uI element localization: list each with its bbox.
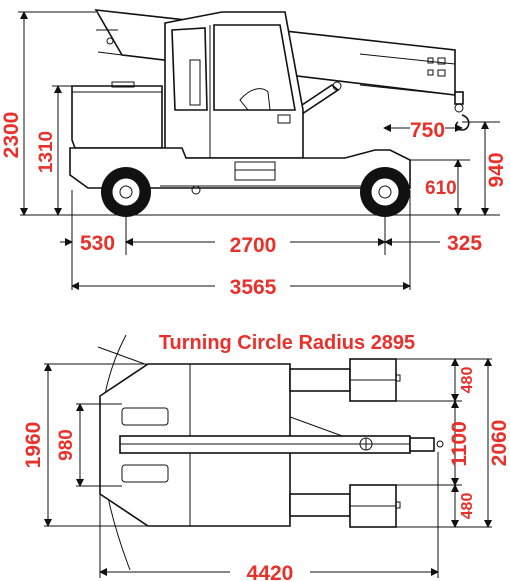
width-inner-label: 980 <box>56 429 77 461</box>
turning-circle-title: Turning Circle Radius 2895 <box>159 332 415 354</box>
outrigger-pad-top-label: 480 <box>459 367 476 394</box>
rear-overhang-label: 325 <box>447 232 482 255</box>
outrigger-top <box>289 358 401 402</box>
counterweight <box>71 81 163 149</box>
outrigger-pad-bottom-label: 480 <box>459 493 476 520</box>
height-total-label: 2300 <box>0 112 23 159</box>
front-overhang-label: 530 <box>80 232 115 255</box>
outrigger-spread-label: 1100 <box>448 421 471 467</box>
boom-top <box>119 435 444 454</box>
wheelbase-label: 2700 <box>230 234 277 257</box>
height-body-label: 1310 <box>36 131 57 173</box>
chassis <box>69 147 411 189</box>
side-view: 2300 1310 750 940 610 530 2700 325 3565 <box>0 9 508 299</box>
outrigger-bottom <box>289 484 401 528</box>
hook-height-label: 940 <box>485 152 508 187</box>
outrigger-total-label: 2060 <box>488 420 510 467</box>
rear-wheel <box>360 167 410 217</box>
front-wheel <box>101 167 151 217</box>
hook-offset-label: 750 <box>410 119 445 142</box>
axle-height-label: 610 <box>425 178 457 199</box>
top-view: Turning Circle Radius 2895 <box>22 332 510 581</box>
top-length-label: 4420 <box>247 562 294 581</box>
hook-icon <box>454 91 470 131</box>
cab <box>164 11 304 159</box>
width-total-label: 1960 <box>22 422 45 469</box>
length-total-label: 3565 <box>230 276 277 299</box>
